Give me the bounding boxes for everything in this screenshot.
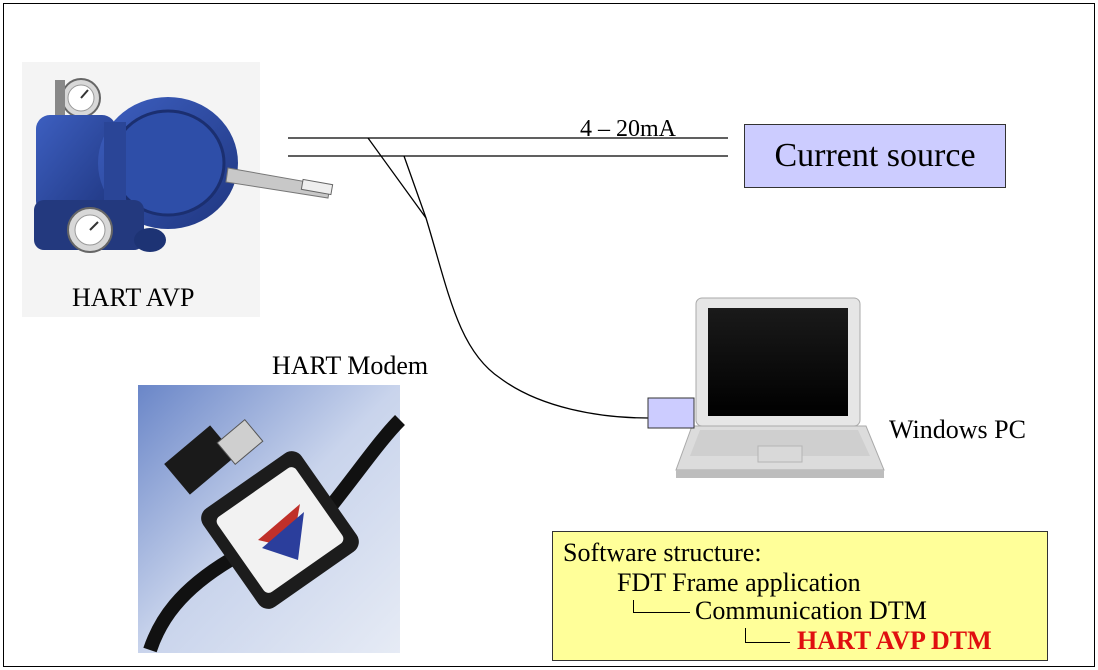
signal-label: 4 – 20mA bbox=[580, 116, 676, 142]
fdt-frame-label: FDT Frame application bbox=[617, 568, 861, 597]
laptop-icon bbox=[675, 297, 885, 478]
software-structure-title: Software structure: bbox=[563, 538, 762, 567]
modem-cable bbox=[367, 137, 649, 419]
usb-hart-modem-icon bbox=[138, 385, 405, 653]
device-dtm-label: HART AVP DTM bbox=[797, 626, 992, 655]
loop-wires bbox=[288, 137, 728, 157]
current-source-box: Current source bbox=[744, 124, 1006, 188]
tree-connector bbox=[745, 628, 790, 643]
pc-label: Windows PC bbox=[889, 415, 1026, 444]
software-structure-box: Software structure: FDT Frame applicatio… bbox=[552, 531, 1048, 661]
device-label: HART AVP bbox=[72, 283, 195, 312]
comm-dtm-label: Communication DTM bbox=[695, 596, 927, 625]
pc-connector bbox=[647, 397, 695, 429]
current-source-label: Current source bbox=[774, 137, 976, 174]
valve-positioner-icon bbox=[22, 62, 334, 317]
tree-connector bbox=[633, 600, 690, 613]
diagram-frame bbox=[3, 3, 1095, 667]
modem-label: HART Modem bbox=[272, 351, 429, 380]
